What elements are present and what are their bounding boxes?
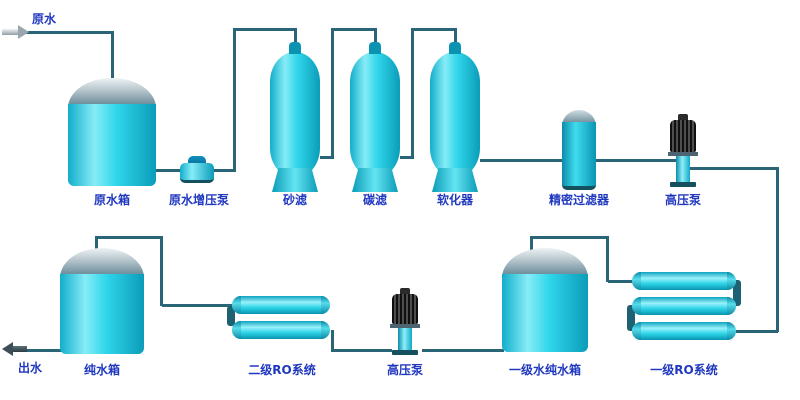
outlet-water-arrow	[2, 342, 28, 356]
pump-motor	[390, 294, 420, 328]
carbon-filter-label: 碳滤	[362, 193, 387, 207]
pipe-segment	[530, 236, 533, 258]
pipe-segment	[400, 156, 414, 159]
pipe-segment	[422, 349, 504, 352]
pure-water-tank-label: 纯水箱	[83, 363, 120, 377]
raw-water-tank-label: 原水箱	[93, 193, 130, 207]
raw-water-label: 原水	[31, 12, 56, 26]
outlet-water-label: 出水	[17, 361, 42, 375]
pipe-segment	[24, 31, 114, 34]
pipe-segment	[606, 236, 609, 282]
pipe-segment	[736, 330, 778, 333]
pipe-segment	[776, 167, 779, 332]
stage2-ro-label: 二级RO系统	[248, 363, 316, 377]
pipe-segment	[95, 236, 98, 258]
pipe-segment	[233, 28, 297, 31]
pump-column	[670, 156, 696, 187]
ro-end-connector	[227, 306, 235, 326]
high-pressure-pump-bottom	[388, 288, 422, 355]
pipe-segment	[411, 28, 457, 31]
precision-filter-label: 精密过滤器	[548, 193, 609, 207]
pipe-segment	[331, 28, 334, 159]
hp-pump-bottom-label: 高压泵	[386, 363, 423, 377]
pipe-segment	[374, 28, 377, 46]
stage2-ro-membrane-tube	[232, 296, 330, 314]
pipe-segment	[233, 28, 236, 172]
pipe-segment	[111, 31, 114, 87]
pipe-segment	[690, 167, 778, 170]
pipe-segment	[160, 236, 163, 306]
carbon-filter-vessel	[350, 42, 400, 178]
pipe-segment	[320, 156, 334, 159]
stage1-ro-membrane-tube	[632, 272, 736, 290]
pump-motor	[668, 120, 698, 156]
stage1-ro-membrane-tube	[632, 322, 736, 340]
pump-column	[392, 328, 418, 355]
high-pressure-pump-top	[666, 114, 700, 187]
softener-vessel	[430, 42, 480, 178]
pipe-segment	[530, 236, 608, 239]
stage1-pure-water-tank	[502, 248, 588, 352]
pipe-segment	[212, 169, 236, 172]
pipe-segment	[608, 280, 634, 283]
booster-pump-label: 原水增压泵	[168, 193, 229, 207]
hp-pump-top-label: 高压泵	[664, 193, 701, 207]
precision-filter	[562, 108, 596, 190]
raw-water-inlet-arrow	[2, 25, 29, 39]
pipe-segment	[596, 159, 678, 162]
pipe-segment	[156, 169, 184, 172]
pipe-segment	[162, 304, 234, 307]
softener-label: 软化器	[436, 193, 473, 207]
stage1-tank-label: 一级水纯水箱	[508, 363, 581, 377]
sand-filter-label: 砂滤	[282, 193, 307, 207]
raw-water-booster-pump	[180, 156, 214, 183]
pure-water-tank	[60, 248, 144, 354]
pipe-segment	[331, 330, 334, 352]
pipe-segment	[454, 28, 457, 46]
sand-filter-vessel	[270, 42, 320, 178]
stage1-ro-membrane-tube	[632, 297, 736, 315]
stage1-ro-label: 一级RO系统	[650, 363, 718, 377]
stage2-ro-membrane-tube	[232, 321, 330, 339]
pipe-segment	[18, 349, 62, 352]
pipe-segment	[480, 159, 564, 162]
raw-water-tank	[68, 78, 156, 186]
pipe-segment	[294, 28, 297, 46]
ro-end-connector	[733, 280, 741, 306]
pipe-segment	[331, 349, 392, 352]
pipe-segment	[95, 236, 162, 239]
pipe-segment	[411, 28, 414, 159]
ro-end-connector	[627, 305, 635, 331]
pipe-segment	[331, 28, 377, 31]
